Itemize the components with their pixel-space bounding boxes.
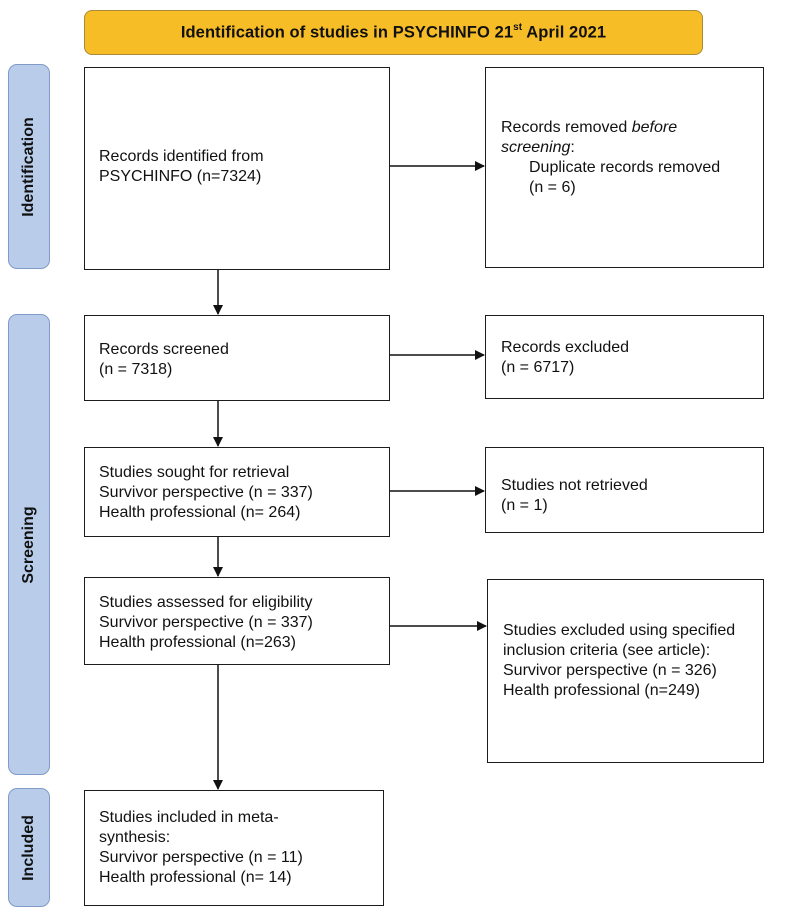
box-text: Studies sought for retrieval <box>99 464 290 481</box>
box-text: Survivor perspective (n = 337) <box>99 614 313 631</box>
diagram-title-banner: Identification of studies in PSYCHINFO 2… <box>84 10 703 55</box>
box-text: Studies assessed for eligibility <box>99 594 313 611</box>
diagram-title: Identification of studies in PSYCHINFO 2… <box>180 21 607 42</box>
box-text: Records removed before <box>501 119 678 136</box>
box-text: Studies not retrieved <box>501 477 648 494</box>
phase-label-identification: Identification <box>20 116 37 217</box>
box-text: (n = 6) <box>529 179 576 196</box>
studies-sought-retrieval-box: Studies sought for retrieval Survivor pe… <box>84 447 390 537</box>
box-text: Records excluded <box>501 339 630 356</box>
box-text: Health professional (n= 14) <box>99 869 292 886</box>
phase-tab-screening: Screening <box>8 314 50 775</box>
box-text: PSYCHINFO (n=7324) <box>99 168 262 185</box>
records-identified-box: Records identified from PSYCHINFO (n=732… <box>84 67 390 270</box>
box-text: Records screened <box>99 341 229 358</box>
box-text: Duplicate records removed <box>529 159 721 176</box>
box-text: Health professional (n=249) <box>503 682 701 699</box>
box-text: inclusion criteria (see article): <box>503 642 711 659</box>
box-text: Survivor perspective (n = 326) <box>503 662 717 679</box>
box-text: Studies excluded using specified <box>503 622 736 639</box>
records-screened-box: Records screened (n = 7318) <box>84 315 390 401</box>
records-removed-box: Records removed before screening: Duplic… <box>485 67 764 268</box>
box-text: screening: <box>501 139 575 156</box>
box-text: Health professional (n= 264) <box>99 504 301 521</box>
box-text: Survivor perspective (n = 11) <box>99 849 303 866</box>
phase-tab-included: Included <box>8 788 50 907</box>
box-text: (n = 6717) <box>501 359 575 376</box>
box-text: (n = 7318) <box>99 361 173 378</box>
phase-tab-identification: Identification <box>8 64 50 269</box>
studies-not-retrieved-box: Studies not retrieved (n = 1) <box>485 447 764 533</box>
box-text: Studies included in meta- <box>99 809 279 826</box>
phase-label-screening: Screening <box>20 505 37 584</box>
box-text: (n = 1) <box>501 497 548 514</box>
records-excluded-box: Records excluded (n = 6717) <box>485 315 764 399</box>
studies-included-box: Studies included in meta- synthesis: Sur… <box>84 790 384 906</box>
studies-assessed-eligibility-box: Studies assessed for eligibility Survivo… <box>84 577 390 665</box>
phase-label-included: Included <box>20 814 37 881</box>
box-text: Health professional (n=263) <box>99 634 297 651</box>
box-text: Survivor perspective (n = 337) <box>99 484 313 501</box>
box-text: synthesis: <box>99 829 171 846</box>
studies-excluded-criteria-box: Studies excluded using specified inclusi… <box>487 579 764 763</box>
box-text: Records identified from <box>99 148 264 165</box>
